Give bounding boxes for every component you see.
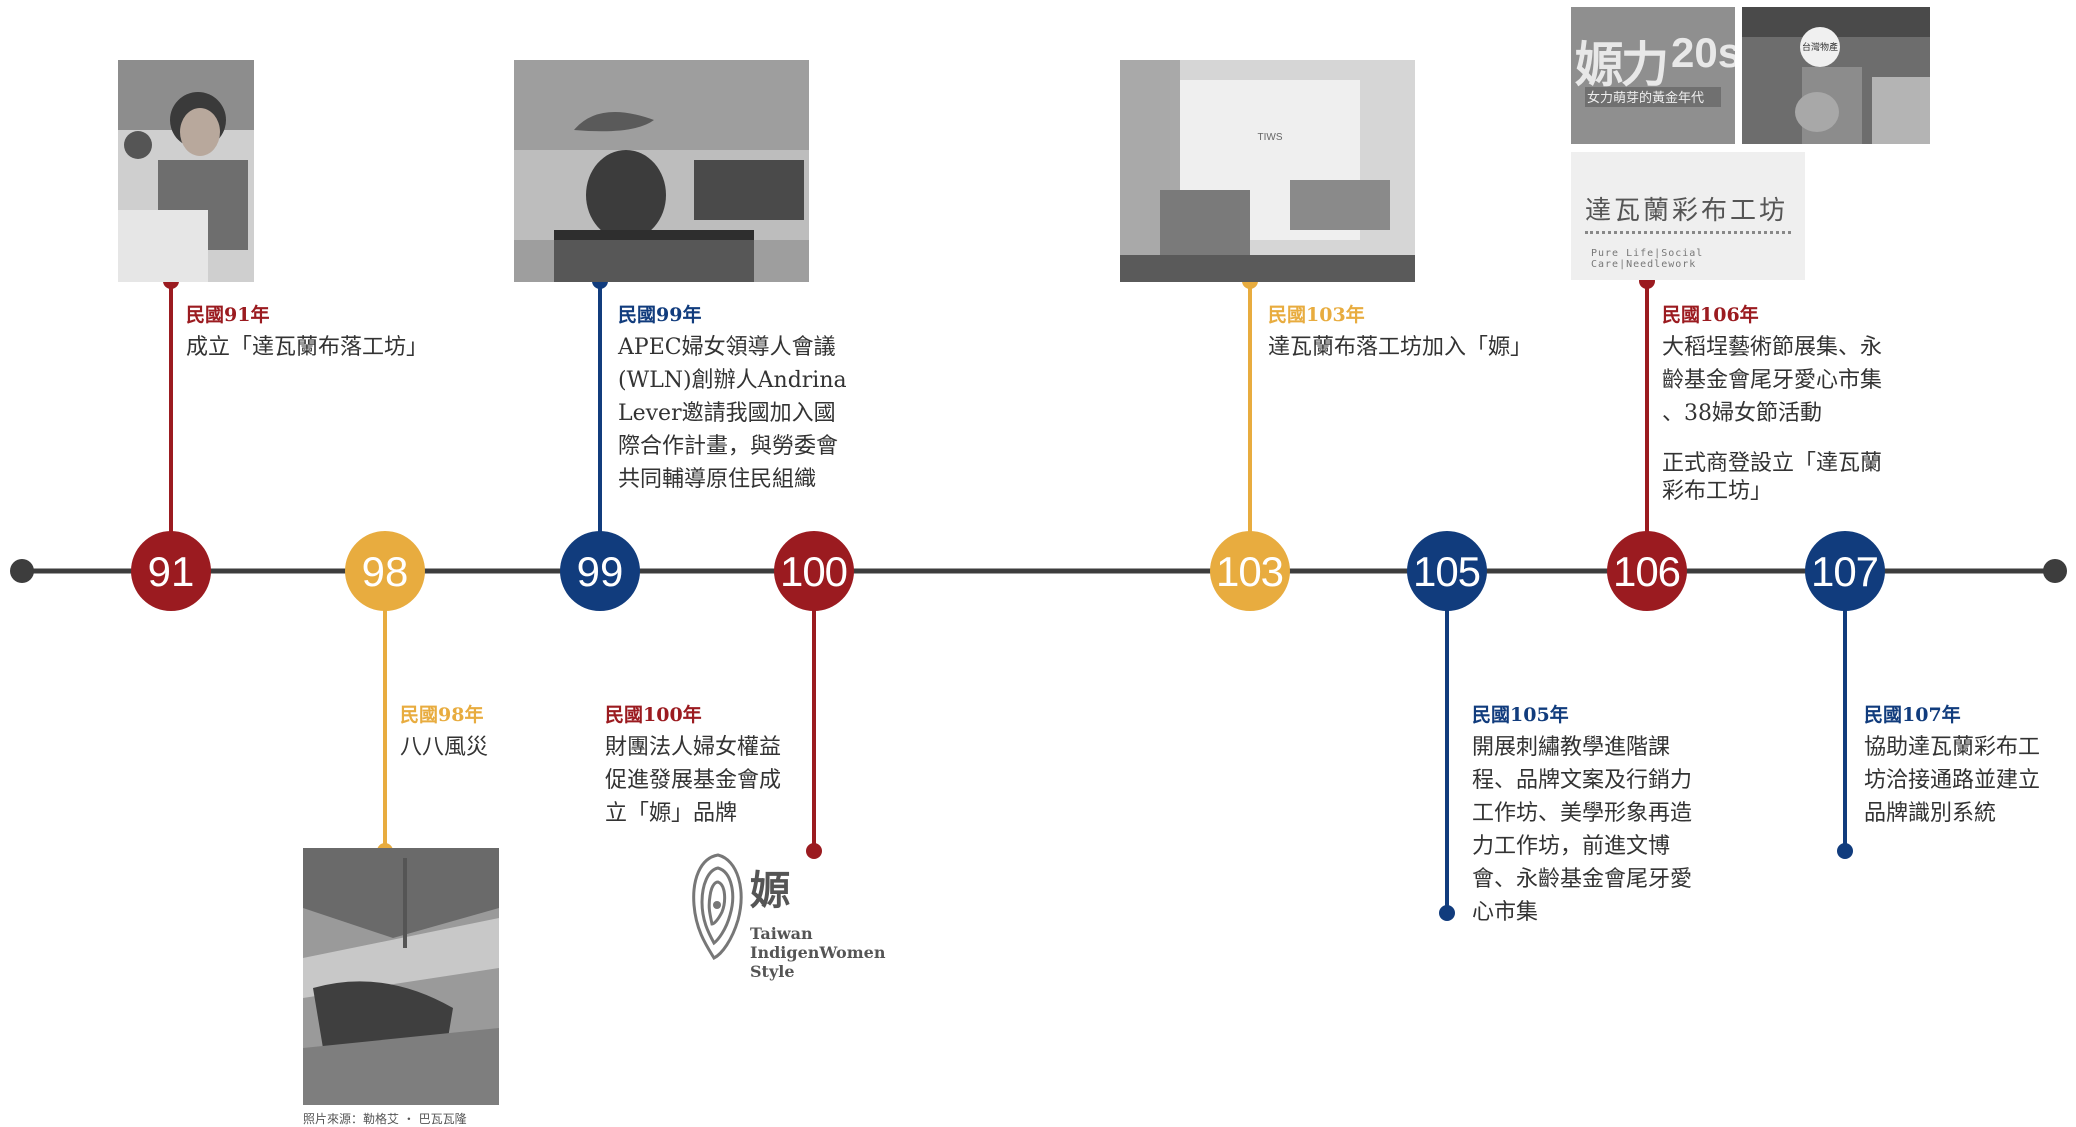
event-line: 達瓦蘭布落工坊加入「嫄」 <box>1268 335 1533 360</box>
year-node-label: 99 <box>577 548 624 595</box>
event-description: 大稻埕藝術節展集、永 齡基金會尾牙愛心市集 、38婦女節活動 <box>1662 331 1882 430</box>
event-100: 民國100年 財團法人婦女權益 促進發展基金會成 立「嫄」品牌 <box>605 700 781 830</box>
event-description: APEC婦女領導人會議 (WLN)創辦人Andrina Lever邀請我國加入國… <box>618 331 847 496</box>
event-line: 八八風災 <box>400 735 489 760</box>
event-year-label: 民國105年 <box>1472 704 1569 726</box>
event-description: 開展刺繡教學進階課 程、品牌文案及行銷力 工作坊、美學形象再造 力工作坊，前進文… <box>1472 731 1692 929</box>
event-line: APEC婦女領導人會議 <box>618 335 836 360</box>
event-line: 齡基金會尾牙愛心市集 <box>1662 368 1883 393</box>
event-description: 協助達瓦蘭彩布工 坊洽接通路並建立 品牌識別系統 <box>1864 731 2040 830</box>
event-year-label: 民國98年 <box>400 704 484 726</box>
event-line: 坊洽接通路並建立 <box>1864 768 2041 793</box>
connector-dot <box>1837 843 1853 859</box>
event-line: 品牌識別系統 <box>1864 801 1997 826</box>
axis-start-dot <box>10 559 34 583</box>
connector-dot <box>1439 905 1455 921</box>
booth-sign: TIWS <box>1258 132 1283 143</box>
year-node-label: 106 <box>1613 548 1681 595</box>
event-98: 民國98年 八八風災 <box>400 700 488 764</box>
year-node-label: 100 <box>780 548 848 595</box>
photo-market-stall: 台灣物產 <box>1742 7 1930 144</box>
yuan-brand-line-3: Style <box>750 962 795 981</box>
event-line: 、38婦女節活動 <box>1662 401 1822 426</box>
event-line: 程、品牌文案及行銷力 <box>1472 768 1693 793</box>
year-node-100 <box>774 531 854 611</box>
year-node-99 <box>560 531 640 611</box>
event-year-label: 民國107年 <box>1864 704 1961 726</box>
logo-dawalan-workshop: 達瓦蘭彩布工坊 Pure Life|Social Care|Needlework <box>1571 152 1805 280</box>
event-line: 工作坊、美學形象再造 <box>1472 801 1693 826</box>
dawalan-logo-title: 達瓦蘭彩布工坊 <box>1585 196 1789 226</box>
event-line: Lever邀請我國加入國 <box>618 401 836 426</box>
year-node-98 <box>345 531 425 611</box>
event-line: 成立「達瓦蘭布落工坊」 <box>186 335 429 360</box>
event-line: 力工作坊，前進文博 <box>1472 834 1671 859</box>
event-year-label: 民國99年 <box>618 304 702 326</box>
yuanli-logo-year: 20s <box>1671 29 1735 76</box>
event-description: 財團法人婦女權益 促進發展基金會成 立「嫄」品牌 <box>605 731 781 830</box>
fingerprint-taiwan-icon <box>692 853 743 960</box>
event-line: 際合作計畫，與勞委會 <box>618 434 839 459</box>
event-line: 心市集 <box>1472 900 1539 925</box>
yuanli-logo-main: 嫄力 <box>1575 37 1669 93</box>
event-line: (WLN)創辦人Andrina <box>618 368 847 393</box>
yuanli-logo-sub: 女力萌芽的黃金年代 <box>1587 91 1705 106</box>
event-line: 共同輔導原住民組織 <box>618 467 817 492</box>
shop-sign: 台灣物產 <box>1802 41 1838 53</box>
year-node-107 <box>1805 531 1885 611</box>
yuan-brand-line-2: IndigenWomen <box>750 943 886 962</box>
event-line: 立「嫄」品牌 <box>605 801 738 826</box>
photo-weaving-woman <box>118 60 254 282</box>
event-line: 財團法人婦女權益 <box>605 735 782 760</box>
year-node-103 <box>1210 531 1290 611</box>
event-year-label: 民國106年 <box>1662 304 1759 326</box>
photo-typhoon-damage <box>303 848 499 1105</box>
event-line: 彩布工坊」 <box>1662 479 1773 504</box>
event-106: 民國106年 大稻埕藝術節展集、永 齡基金會尾牙愛心市集 、38婦女節活動 正式… <box>1662 300 1882 506</box>
event-105: 民國105年 開展刺繡教學進階課 程、品牌文案及行銷力 工作坊、美學形象再造 力… <box>1472 700 1692 929</box>
year-node-label: 107 <box>1811 548 1879 595</box>
event-description-2: 正式商登設立「達瓦蘭 彩布工坊」 <box>1662 450 1882 506</box>
year-node-106 <box>1607 531 1687 611</box>
event-line: 會、永齡基金會尾牙愛 <box>1472 867 1693 892</box>
year-node-label: 103 <box>1216 548 1284 595</box>
logo-yuanli-20s: 嫄力 20s 女力萌芽的黃金年代 <box>1571 7 1735 144</box>
event-description: 八八風災 <box>400 731 488 764</box>
event-line: 開展刺繡教學進階課 <box>1472 735 1671 760</box>
yuan-brand-char: 嫄 <box>750 867 790 914</box>
event-year-label: 民國91年 <box>186 304 270 326</box>
dawalan-logo-sub: Pure Life|Social Care|Needlework <box>1591 248 1704 270</box>
event-line: 協助達瓦蘭彩布工 <box>1864 735 2041 760</box>
event-line: 促進發展基金會成 <box>605 768 782 793</box>
event-line: 大稻埕藝術節展集、永 <box>1662 335 1883 360</box>
year-node-label: 91 <box>148 548 195 595</box>
logo-yuan-brand: 嫄 Taiwan IndigenWomen Style <box>688 850 888 1000</box>
event-99: 民國99年 APEC婦女領導人會議 (WLN)創辦人Andrina Lever邀… <box>618 300 847 496</box>
axis-end-dot <box>2043 559 2067 583</box>
connector-dot <box>806 843 822 859</box>
photo-craft-display <box>514 60 809 282</box>
year-node-label: 98 <box>362 548 409 595</box>
photo-exhibition-booth: TIWS <box>1120 60 1415 282</box>
year-node-105 <box>1407 531 1487 611</box>
yuan-brand-line-1: Taiwan <box>750 924 813 943</box>
event-description: 成立「達瓦蘭布落工坊」 <box>186 331 428 364</box>
event-107: 民國107年 協助達瓦蘭彩布工 坊洽接通路並建立 品牌識別系統 <box>1864 700 2040 830</box>
event-year-label: 民國103年 <box>1268 304 1365 326</box>
event-91: 民國91年 成立「達瓦蘭布落工坊」 <box>186 300 428 364</box>
year-node-91 <box>131 531 211 611</box>
photo-credit: 照片來源：勒格艾 ‧ 巴瓦瓦隆 <box>303 1112 467 1126</box>
event-line: 正式商登設立「達瓦蘭 <box>1662 451 1883 476</box>
event-103: 民國103年 達瓦蘭布落工坊加入「嫄」 <box>1268 300 1532 364</box>
event-year-label: 民國100年 <box>605 704 702 726</box>
event-description: 達瓦蘭布落工坊加入「嫄」 <box>1268 331 1532 364</box>
year-node-label: 105 <box>1413 548 1481 595</box>
